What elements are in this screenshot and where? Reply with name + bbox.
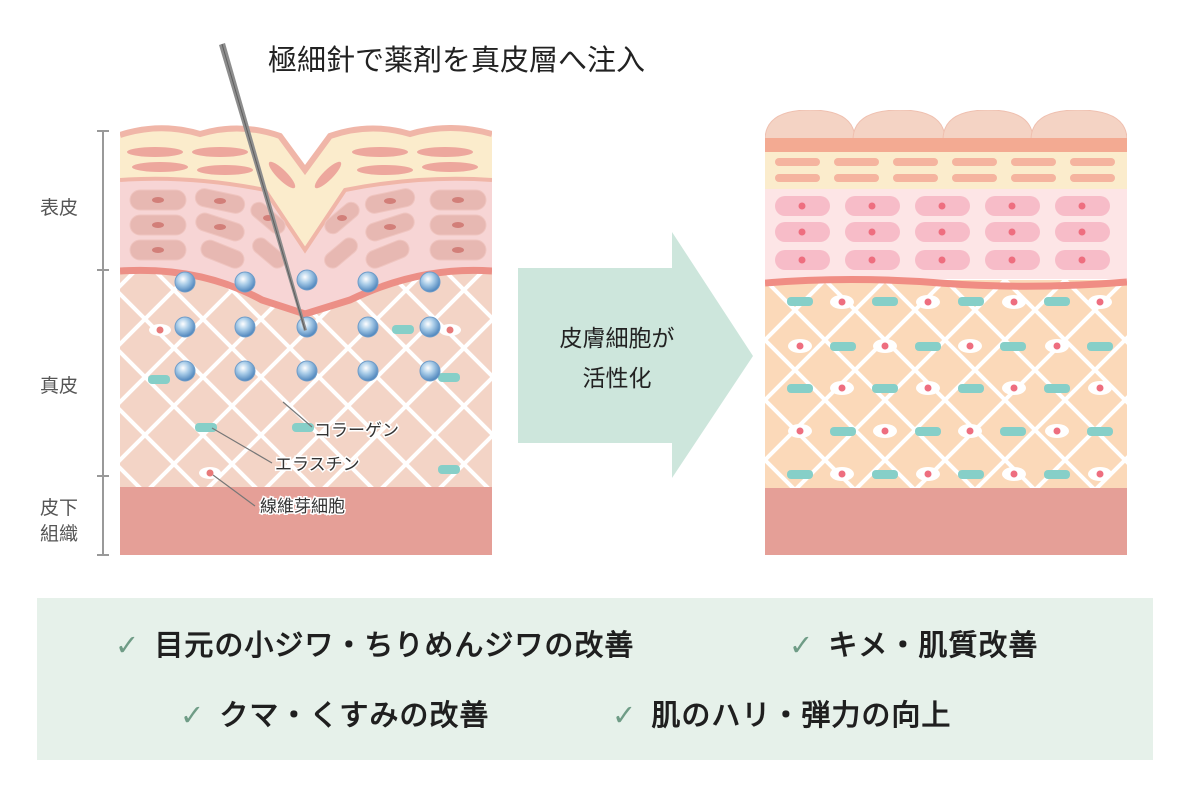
layer-bracket [97,130,109,556]
skin-before [120,125,492,555]
check-icon: ✓ [612,698,638,732]
layer-label-dermis: 真皮 [40,375,78,397]
elastin-fibers [148,325,460,474]
arrow-label-line1: 皮膚細胞が [560,326,675,352]
callout-fibroblast: 線維芽細胞 [260,497,345,517]
benefit-text: キメ・肌質改善 [828,628,1039,662]
check-icon: ✓ [180,698,206,732]
layer-label-subcutaneous-2: 組織 [40,523,78,545]
benefit-item: ✓ 肌のハリ・弾力の向上 [612,692,951,734]
diagram-title: 極細針で薬剤を真皮層へ注入 [268,43,645,77]
benefit-item: ✓ クマ・くすみの改善 [180,692,489,734]
layer-label-subcutaneous-1: 皮下 [40,497,78,519]
skin-after [765,110,1127,555]
process-arrow [518,232,753,478]
drug-droplets [174,269,441,382]
callout-elastin: エラスチン [275,455,360,475]
benefit-item: ✓ 目元の小ジワ・ちりめんジワの改善 [115,622,634,664]
elastin-fibers-after [787,297,1113,479]
check-icon: ✓ [115,628,141,662]
callout-leaders [211,401,313,507]
benefit-text: クマ・くすみの改善 [219,698,490,732]
arrow-label-line2: 活性化 [583,366,652,392]
fibroblast-cells [149,324,461,479]
fibroblast-cells-after [788,295,1112,481]
stratum-corneum [120,128,492,250]
subcutaneous-layer [120,487,492,555]
check-icon: ✓ [789,628,815,662]
benefits-panel: ✓ 目元の小ジワ・ちりめんジワの改善 ✓ キメ・肌質改善 ✓ クマ・くすみの改善 ✓ 肌… [37,598,1153,760]
benefit-text: 目元の小ジワ・ちりめんジワの改善 [154,628,635,662]
layer-label-epidermis: 表皮 [40,197,78,219]
stratum-corneum-after [765,152,1127,189]
benefit-item: ✓ キメ・肌質改善 [789,622,1038,664]
callout-collagen: コラーゲン [314,421,399,441]
benefit-text: 肌のハリ・弾力の向上 [651,698,952,732]
needle [219,43,307,331]
subcutaneous-layer-after [765,488,1127,555]
